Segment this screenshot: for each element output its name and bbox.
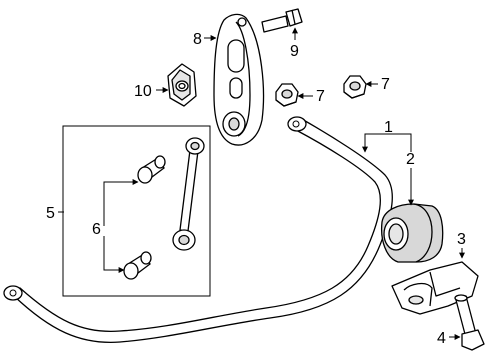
callouts: 1 2 3 4 5 6 7 7 8 9 10 bbox=[46, 31, 466, 347]
callout-8: 8 bbox=[193, 31, 202, 48]
callout-5: 5 bbox=[46, 205, 55, 222]
stabilizer-bar bbox=[3, 116, 393, 344]
stabilizer-bar-right-eye bbox=[287, 116, 307, 132]
flange-nut-right bbox=[343, 75, 367, 99]
leader-lines bbox=[58, 27, 465, 340]
bushing-drawing bbox=[380, 203, 444, 263]
stabilizer-bar-outline-inner bbox=[19, 129, 381, 333]
link-assembly-box bbox=[62, 125, 211, 297]
callout-6: 6 bbox=[92, 221, 101, 238]
callout-1: 1 bbox=[384, 119, 393, 136]
stabilizer-bar-left-eye bbox=[3, 285, 23, 301]
bracket-bolt-drawing bbox=[454, 294, 485, 351]
link-assembly-drawing bbox=[172, 137, 205, 251]
callout-3: 3 bbox=[457, 231, 466, 248]
stabilizer-bar-outline bbox=[13, 117, 393, 344]
callout-9: 9 bbox=[290, 43, 299, 60]
flange-nut-left bbox=[275, 83, 299, 107]
callout-7-left: 7 bbox=[316, 88, 325, 105]
link-bracket-drawing bbox=[213, 13, 265, 146]
link-bushing-upper bbox=[137, 155, 166, 184]
link-bolt-drawing bbox=[261, 8, 303, 33]
callout-2: 2 bbox=[406, 151, 415, 168]
clip-nut-drawing bbox=[167, 63, 197, 107]
link-bushing-lower bbox=[123, 251, 152, 280]
callout-4: 4 bbox=[437, 330, 446, 347]
callout-10: 10 bbox=[134, 83, 152, 100]
callout-7-right: 7 bbox=[381, 76, 390, 93]
